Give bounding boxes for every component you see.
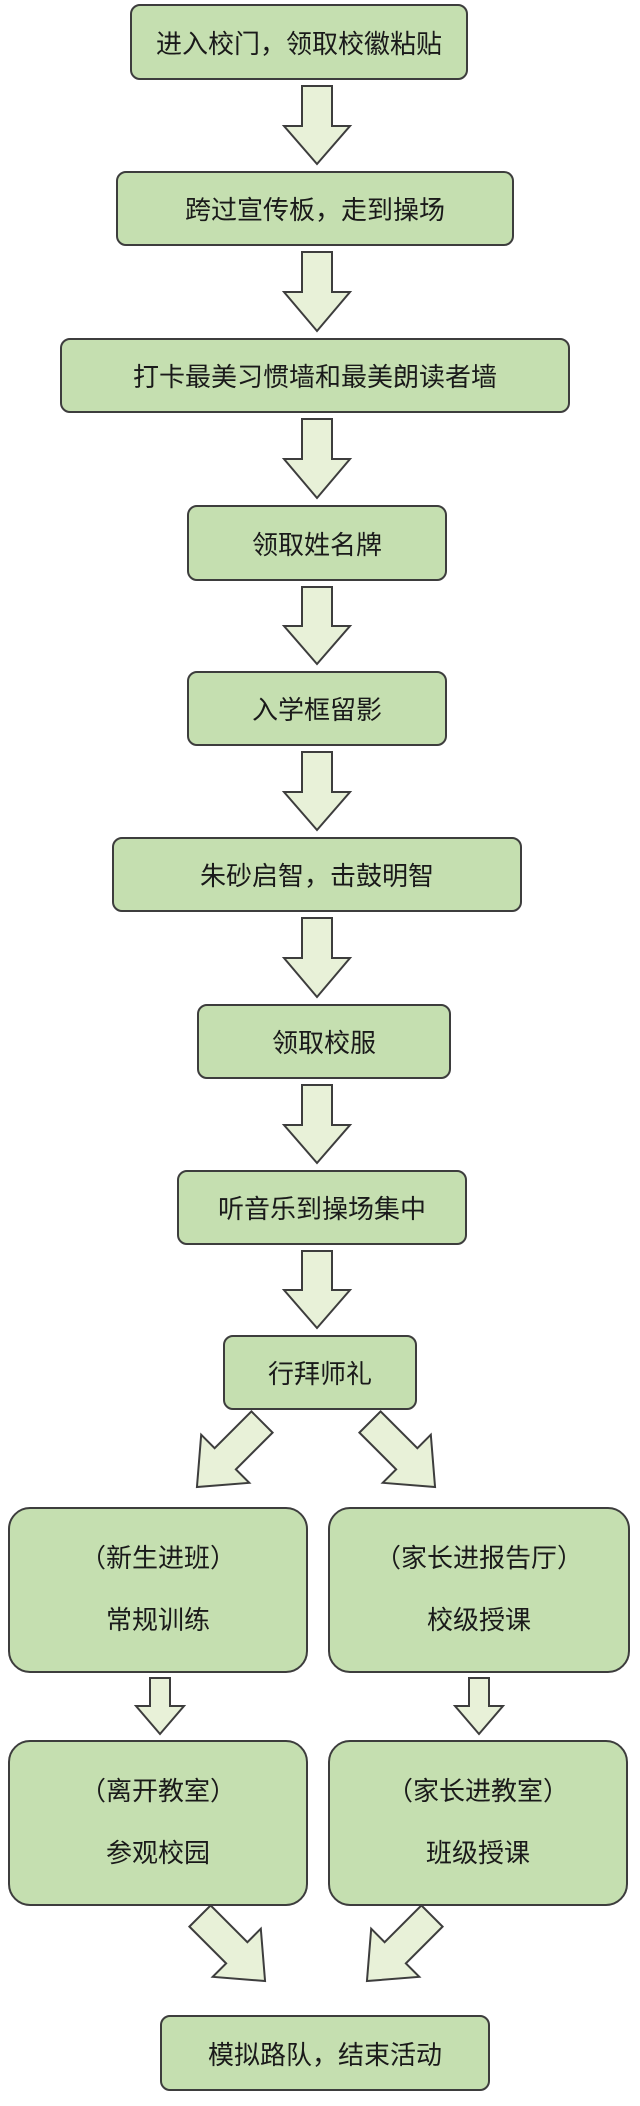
step-9-label: 行拜师礼 xyxy=(267,1360,372,1390)
right-branch-second-line1: （家长进教室） xyxy=(386,1777,569,1807)
right-branch-first-box: （家长进报告厅） 校级授课 xyxy=(328,1507,630,1673)
down-arrow-7-icon xyxy=(281,1084,353,1165)
step-2-box: 跨过宣传板，走到操场 xyxy=(116,171,514,246)
step-3-label: 打卡最美习惯墙和最美朗读者墙 xyxy=(132,363,497,393)
right-branch-down-arrow-icon xyxy=(452,1677,506,1736)
step-8-box: 听音乐到操场集中 xyxy=(177,1170,467,1245)
down-arrow-6-icon xyxy=(281,917,353,999)
left-branch-second-line2: 参观校园 xyxy=(105,1839,210,1869)
split-right-arrow-icon xyxy=(357,1409,437,1489)
split-left-arrow-icon xyxy=(195,1409,275,1489)
down-arrow-8-icon xyxy=(281,1250,353,1330)
merge-left-arrow-icon xyxy=(187,1903,267,1983)
down-arrow-5-icon xyxy=(281,751,353,832)
step-6-label: 朱砂启智，击鼓明智 xyxy=(199,862,434,892)
step-2-label: 跨过宣传板，走到操场 xyxy=(184,196,445,226)
step-8-label: 听音乐到操场集中 xyxy=(217,1195,426,1225)
left-branch-first-line1: （新生进班） xyxy=(79,1544,236,1574)
step-4-box: 领取姓名牌 xyxy=(187,505,447,581)
down-arrow-1-icon xyxy=(281,85,353,166)
right-branch-first-line1: （家长进报告厅） xyxy=(374,1544,583,1574)
left-branch-second-box: （离开教室） 参观校园 xyxy=(8,1740,308,1906)
step-1-label: 进入校门，领取校徽粘贴 xyxy=(155,29,442,60)
step-7-label: 领取校服 xyxy=(271,1029,376,1059)
step-9-box: 行拜师礼 xyxy=(223,1335,417,1410)
step-6-box: 朱砂启智，击鼓明智 xyxy=(112,837,522,912)
right-branch-first-line2: 校级授课 xyxy=(426,1606,531,1636)
left-branch-second-line1: （离开教室） xyxy=(79,1777,236,1807)
merge-right-arrow-icon xyxy=(365,1903,445,1983)
left-branch-down-arrow-icon xyxy=(133,1677,187,1736)
left-branch-first-line2: 常规训练 xyxy=(105,1606,210,1636)
step-5-label: 入学框留影 xyxy=(251,696,382,726)
right-branch-second-box: （家长进教室） 班级授课 xyxy=(328,1740,628,1906)
down-arrow-3-icon xyxy=(281,418,353,500)
right-branch-second-line2: 班级授课 xyxy=(425,1839,530,1869)
down-arrow-4-icon xyxy=(281,586,353,666)
step-7-box: 领取校服 xyxy=(197,1004,451,1079)
final-step-box: 模拟路队，结束活动 xyxy=(160,2015,490,2091)
left-branch-first-box: （新生进班） 常规训练 xyxy=(8,1507,308,1673)
step-1-box: 进入校门，领取校徽粘贴 xyxy=(130,4,468,80)
down-arrow-2-icon xyxy=(281,251,353,333)
step-4-label: 领取姓名牌 xyxy=(251,530,382,561)
step-5-box: 入学框留影 xyxy=(187,671,447,746)
final-step-label: 模拟路队，结束活动 xyxy=(207,2040,442,2071)
step-3-box: 打卡最美习惯墙和最美朗读者墙 xyxy=(60,338,570,413)
